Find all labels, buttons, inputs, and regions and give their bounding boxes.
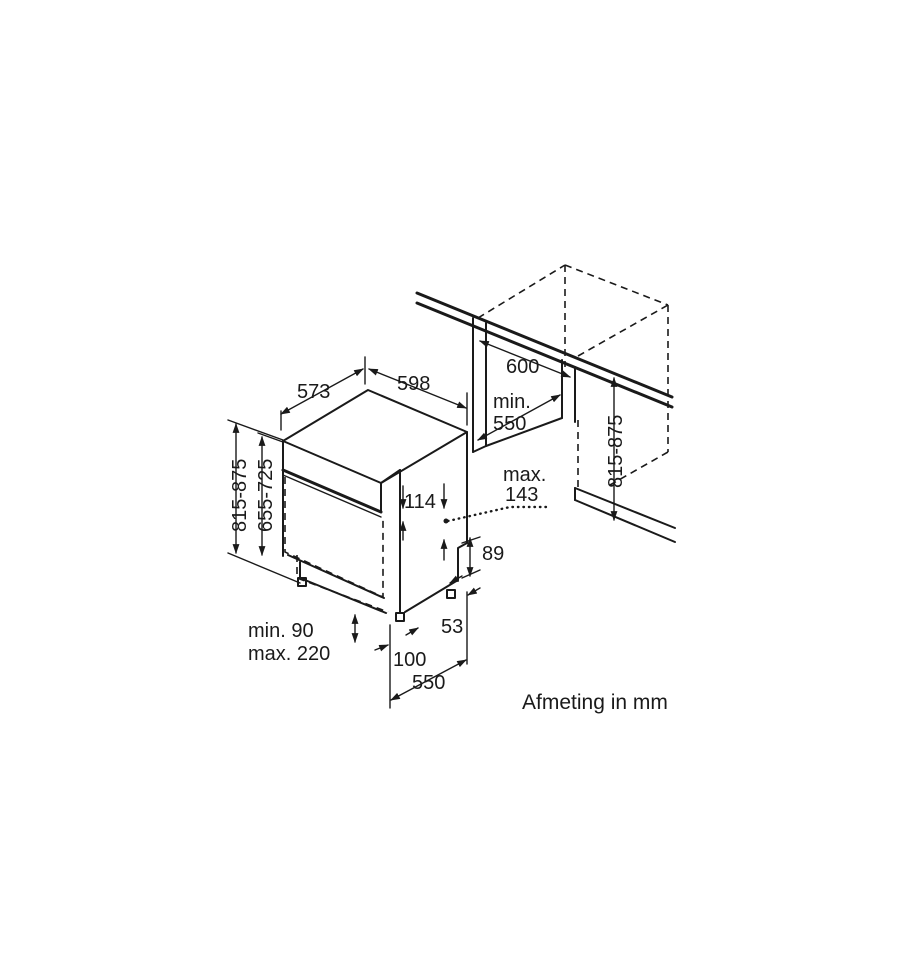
panel-gap-value: 143 bbox=[505, 484, 538, 506]
niche-width-label: 600 bbox=[506, 356, 539, 378]
panel-gap-label: max. bbox=[503, 464, 546, 486]
dimension-lines bbox=[227, 356, 551, 709]
body-height-label: 655-725 bbox=[255, 459, 277, 532]
cabinet-niche bbox=[415, 264, 676, 543]
width-label: 598 bbox=[397, 373, 430, 395]
plinth-recess-height-label: 89 bbox=[482, 543, 504, 565]
foot-offset-label: 53 bbox=[441, 616, 463, 638]
panel-height-label: 114 bbox=[404, 491, 436, 513]
dishwasher-body bbox=[281, 389, 468, 622]
caption: Afmeting in mm bbox=[522, 691, 668, 714]
total-height-label: 815-875 bbox=[229, 459, 251, 532]
niche-height-label: 815-875 bbox=[605, 415, 627, 488]
base-depth-label: 550 bbox=[412, 672, 445, 694]
niche-min-depth-value: 550 bbox=[493, 413, 526, 435]
niche-min-depth-label: min. bbox=[493, 391, 531, 413]
plinth-height-min-label: min. 90 bbox=[248, 620, 314, 642]
plinth-height-max-label: max. 220 bbox=[248, 643, 330, 665]
depth-label: 573 bbox=[297, 381, 330, 403]
plinth-depth-label: 100 bbox=[393, 649, 426, 671]
